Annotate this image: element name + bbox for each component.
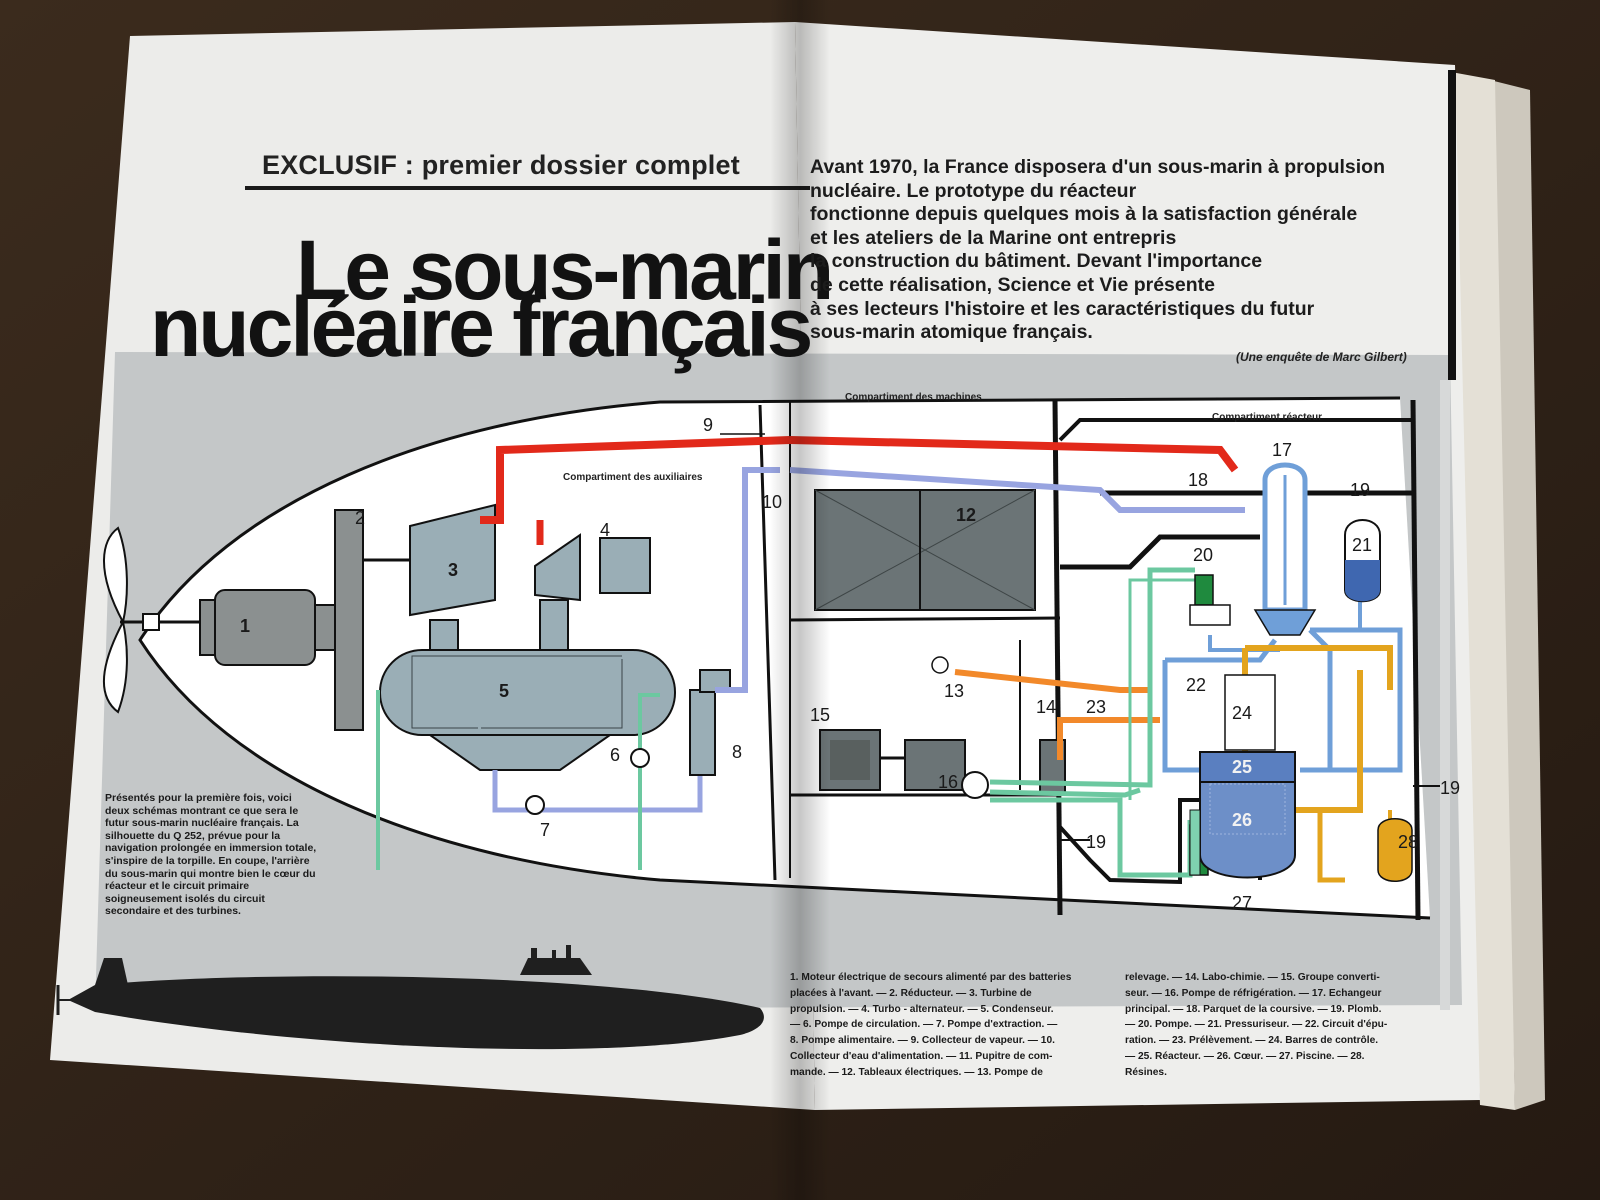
legend-line: Collecteur d'eau d'alimentation. — 11. P… [790,1050,1053,1062]
callout-4: 4 [600,520,611,540]
kicker-rule [245,186,810,190]
callout-20: 20 [1193,545,1214,565]
legend-line: seur. — 16. Pompe de réfrigération. — 17… [1125,987,1382,999]
callout-15: 15 [810,705,831,725]
page-edge-strip [1448,70,1456,380]
legend-line: relevage. — 14. Labo-chimie. — 15. Group… [1125,972,1380,983]
callout-5: 5 [499,681,510,701]
byline: (Une enquête de Marc Gilbert) [1236,350,1407,364]
legend-line: ration. — 23. Prélèvement. — 24. Barres … [1125,1035,1379,1047]
callout-17: 17 [1272,440,1293,460]
legend-line: — 20. Pompe. — 21. Pressuriseur. — 22. C… [1125,1019,1388,1031]
intro-line: nucléaire. Le prototype du réacteur [810,179,1137,202]
callout-6: 6 [610,745,621,765]
callout-19-bottom: 19 [1086,832,1107,852]
legend-line: Résines. [1125,1066,1167,1078]
callout-26: 26 [1232,810,1253,830]
legend-line: mande. — 12. Tableaux électriques. — 13.… [790,1066,1043,1078]
callout-1: 1 [240,616,251,636]
label-compartiment-auxiliaires: Compartiment des auxiliaires [563,472,703,483]
intro-line: la construction du bâtiment. Devant l'im… [810,250,1263,273]
intro-paragraph: Avant 1970, la France disposera d'un sou… [810,156,1385,345]
callout-2: 2 [355,508,366,528]
intro-line: fonctionne depuis quelques mois à la sat… [810,203,1358,226]
secondary-circuit [199,433,1245,870]
page-stack-edge [1490,80,1545,1110]
callout-8: 8 [732,742,743,762]
callout-10: 10 [762,492,783,512]
reactor-compartment [989,462,1413,883]
legend-line: placées à l'avant. — 2. Réducteur. — 3. … [790,987,1032,999]
intro-line: à ses lecteurs l'histoire et les caracté… [810,297,1315,320]
headline-line-2: nucléaire français [150,280,813,374]
callout-21: 21 [1352,535,1373,555]
callout-9: 9 [703,415,714,435]
propeller [103,526,215,714]
callout-24: 24 [1232,703,1253,723]
callout-3: 3 [448,560,459,580]
callout-14: 14 [1036,697,1057,717]
callout-19-right: 19 [1440,778,1461,798]
legend-line: — 25. Réacteur. — 26. Cœur. — 27. Piscin… [1125,1050,1365,1062]
legend-line: principal. — 18. Parquet de la coursive.… [1125,1003,1382,1015]
intro-line: et les ateliers de la Marine ont entrepr… [810,226,1177,249]
callout-19-top: 19 [1350,480,1371,500]
callout-13: 13 [944,681,965,701]
callout-28: 28 [1398,832,1419,852]
callout-27: 27 [1232,893,1253,913]
callout-23: 23 [1086,697,1107,717]
photo-caption: Présentés pour la première fois, voici d… [105,792,317,918]
callout-25: 25 [1232,757,1253,777]
legend-column-2: relevage. — 14. Labo-chimie. — 15. Group… [1125,970,1387,1081]
article-kicker: EXCLUSIF : premier dossier complet [262,150,740,180]
machines-compartment [814,489,1160,799]
label-compartiment-reacteur: Compartiment réacteur [1212,412,1323,423]
callout-18: 18 [1188,470,1209,490]
callout-16: 16 [938,772,959,792]
intro-line: sous-marin atomique français. [810,321,1093,344]
label-compartiment-machines: Compartiment des machines [845,392,982,403]
legend-line: — 6. Pompe de circulation. — 7. Pompe d'… [790,1019,1058,1031]
headline-line-1: Le sous-marin [296,223,834,317]
callout-12: 12 [956,505,977,525]
submarine-silhouette [56,945,764,1050]
legend-column-1: 1. Moteur électrique de secours alimenté… [790,970,1071,1081]
legend-line: propulsion. — 4. Turbo - alternateur. — … [790,1003,1054,1015]
page-gutter-shadow [770,0,830,1200]
intro-line: Avant 1970, la France disposera d'un sou… [810,156,1385,178]
intro-line: de cette réalisation, Science et Vie pré… [810,273,1215,296]
callout-22: 22 [1186,675,1207,695]
legend-line: 1. Moteur électrique de secours alimenté… [790,972,1072,983]
page-edge-light [1440,380,1450,1010]
callout-7: 7 [540,820,551,840]
legend-line: 8. Pompe alimentaire. — 9. Collecteur de… [790,1035,1055,1047]
